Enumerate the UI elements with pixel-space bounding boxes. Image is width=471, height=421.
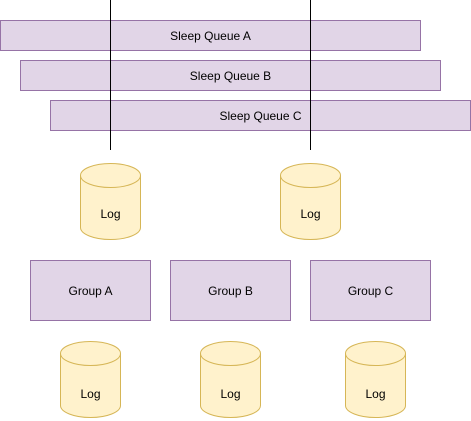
sleep-queue-a[interactable]: Sleep Queue A (0, 20, 421, 51)
group-b[interactable]: Group B (170, 260, 291, 321)
group-c-log[interactable]: Log (345, 341, 406, 418)
group-c-label: Group C (348, 284, 394, 298)
sleep-queue-a-label: Sleep Queue A (170, 29, 251, 43)
group-b-log-label: Log (220, 387, 240, 401)
top-log-right-label: Log (300, 207, 320, 221)
group-c-log-label: Log (365, 387, 385, 401)
top-log-left-label: Log (100, 207, 120, 221)
top-log-right[interactable]: Log (280, 163, 341, 240)
group-b-log[interactable]: Log (200, 341, 261, 418)
group-b-label: Group B (208, 284, 253, 298)
group-a[interactable]: Group A (30, 260, 151, 321)
group-c[interactable]: Group C (310, 260, 431, 321)
group-a-log-label: Log (80, 387, 100, 401)
top-log-left[interactable]: Log (80, 163, 141, 240)
sleep-queue-c-label: Sleep Queue C (219, 109, 301, 123)
sleep-queue-b-label: Sleep Queue B (190, 69, 271, 83)
group-a-log[interactable]: Log (60, 341, 121, 418)
group-a-label: Group A (68, 284, 112, 298)
sleep-queue-b[interactable]: Sleep Queue B (20, 60, 441, 91)
sleep-queue-c[interactable]: Sleep Queue C (50, 100, 471, 131)
